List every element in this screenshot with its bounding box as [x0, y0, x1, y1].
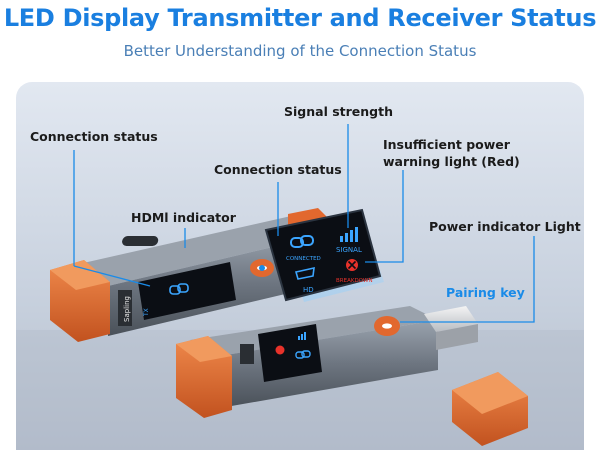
- signal-bars-icon: [298, 332, 306, 340]
- receiver-screen: [258, 324, 322, 382]
- callout-hdmi-indicator: HDMl indicator: [131, 210, 236, 225]
- signal-bars-icon: [340, 227, 358, 242]
- page-subtitle: Better Understanding of the Connection S…: [123, 42, 477, 60]
- callout-lines: [73, 124, 535, 323]
- receiver-device: [176, 306, 478, 418]
- hdmi-port-icon: [294, 266, 315, 280]
- hd-text: HD: [303, 286, 314, 294]
- hdmi-plug: [424, 306, 478, 332]
- brand-label: Sapling: [123, 296, 131, 322]
- callout-pairing-key: Pairing key: [446, 285, 525, 300]
- callout-power-indicator: Power indicator Light: [429, 219, 581, 234]
- callout-connection-status-left: Connection status: [30, 129, 158, 144]
- loose-cap: [452, 372, 528, 446]
- callout-insufficient-power-2: warning light (Red): [383, 154, 520, 169]
- link-icon: [295, 350, 311, 359]
- callout-signal-strength: Signal strength: [284, 104, 393, 119]
- link-icon: [169, 283, 189, 295]
- warning-x-icon: [346, 259, 358, 271]
- usb-c-port: [122, 236, 159, 246]
- signal-text: SIGNAL: [336, 246, 362, 254]
- connected-text: CONNECTED: [286, 256, 321, 262]
- callout-insufficient-power-1: Insufficient power: [383, 137, 510, 152]
- warning-x-icon: [275, 345, 285, 355]
- breakdown-text: BREAKDOWN: [336, 278, 373, 284]
- tx-label: TX: [143, 308, 150, 317]
- callout-connection-status-mid: Connection status: [214, 162, 342, 177]
- page-title: LED Display Transmitter and Receiver Sta…: [3, 4, 597, 32]
- zoomed-status-screen: CONNECTED SIGNAL HD BREAKDOWN: [264, 208, 384, 302]
- link-icon: [290, 235, 314, 248]
